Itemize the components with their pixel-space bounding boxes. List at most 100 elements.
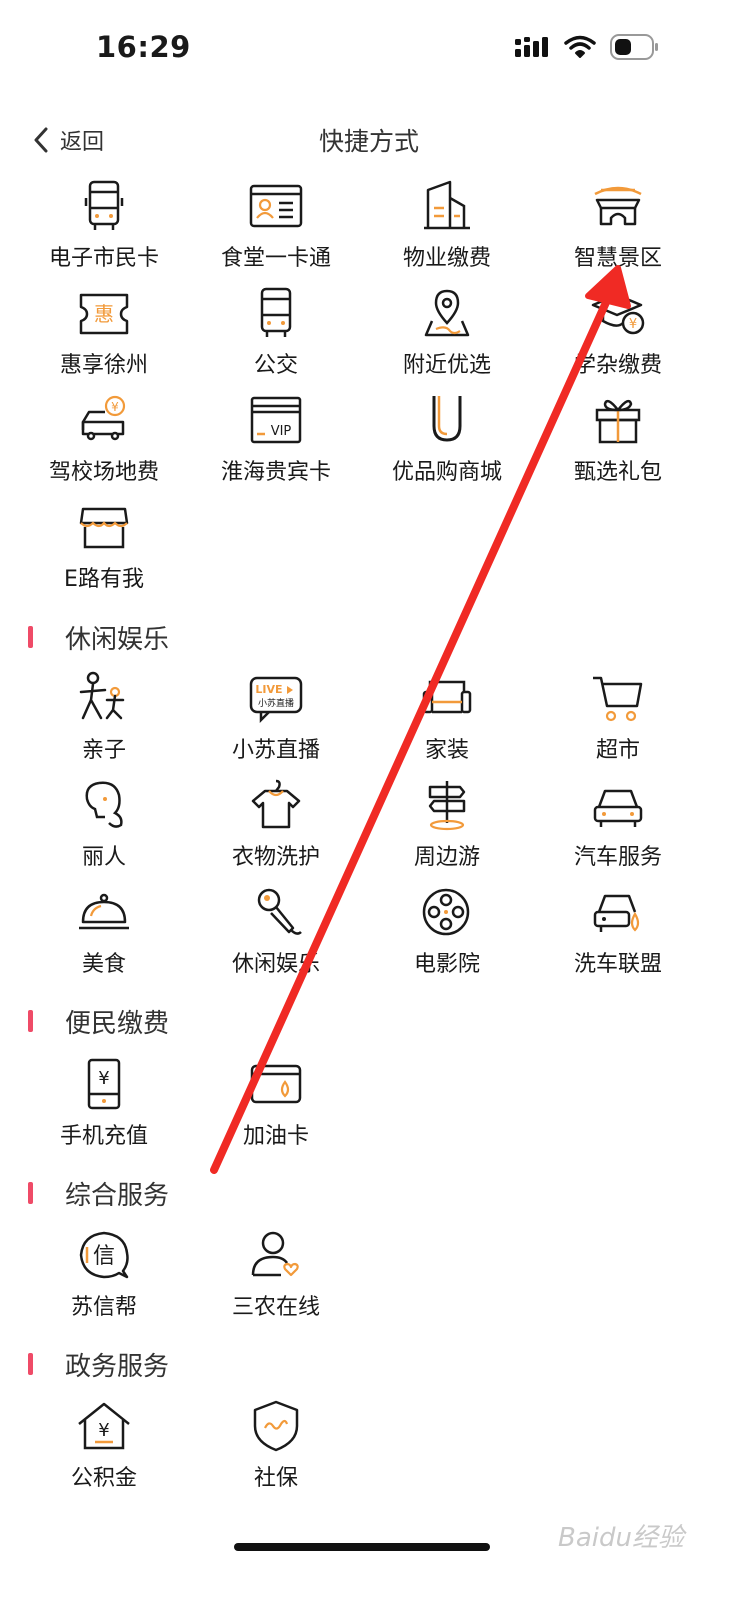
payment-item[interactable]: 加油卡	[190, 1056, 362, 1150]
shortcut-label: 电子市民卡	[48, 246, 159, 271]
microphone-icon	[257, 888, 302, 935]
section-header: 综合服务	[28, 1173, 169, 1213]
service-item[interactable]: 三农在线	[190, 1227, 362, 1321]
graduation-cap-icon: ¥	[591, 293, 645, 335]
leisure-item[interactable]: 美食	[18, 884, 190, 978]
payment-item[interactable]: ¥ 手机充值	[18, 1056, 190, 1150]
battery-icon	[610, 34, 658, 60]
section-title: 政务服务	[65, 1351, 170, 1382]
page-title: 快捷方式	[318, 127, 419, 156]
leisure-label: 亲子	[81, 738, 126, 763]
leisure-label: 休闲娱乐	[231, 952, 320, 977]
shortcut-item[interactable]: 智慧景区	[532, 178, 704, 272]
leisure-label: 衣物洗护	[231, 845, 320, 870]
back-button[interactable]: 返回	[32, 124, 104, 156]
leisure-item[interactable]: 丽人	[18, 777, 190, 871]
status-time: 16:29	[96, 30, 191, 64]
leisure-item[interactable]: 汽车服务	[532, 777, 704, 871]
leisure-label: 洗车联盟	[573, 952, 662, 977]
leisure-item[interactable]: 休闲娱乐	[190, 884, 362, 978]
nav-bar: 返回 快捷方式	[0, 112, 738, 168]
payment-label: 加油卡	[242, 1124, 309, 1149]
leisure-item[interactable]: 超市	[532, 670, 704, 764]
leisure-label: 家装	[424, 738, 469, 763]
live-icon: LIVE 小苏直播	[249, 676, 303, 724]
shirt-icon	[251, 779, 301, 829]
house-yuan-icon: ¥	[78, 1402, 130, 1450]
svg-text:惠: 惠	[94, 302, 114, 326]
leisure-item[interactable]: 电影院	[361, 884, 533, 978]
svg-text:信: 信	[93, 1244, 115, 1269]
shortcut-label: 优品购商城	[391, 460, 502, 485]
woman-icon	[85, 781, 123, 828]
svg-text:¥: ¥	[98, 1068, 109, 1089]
sofa-icon	[422, 680, 472, 714]
shortcut-label: 公交	[253, 353, 298, 378]
leisure-item[interactable]: 家装	[361, 670, 533, 764]
phone-yuan-icon: ¥	[87, 1058, 121, 1110]
wifi-icon	[564, 35, 596, 58]
shortcut-item[interactable]: VIP 淮海贵宾卡	[190, 392, 362, 486]
svg-text:VIP: VIP	[271, 424, 292, 439]
shortcut-item[interactable]: 惠 惠享徐州	[18, 285, 190, 379]
car-icon	[593, 789, 643, 827]
leisure-label: 美食	[81, 952, 126, 977]
car-coin-icon: ¥	[81, 395, 126, 441]
shortcut-item[interactable]: 甄选礼包	[532, 392, 704, 486]
section-title: 便民缴费	[65, 1008, 170, 1039]
shortcut-item[interactable]: 优品购商城	[361, 392, 533, 486]
shortcut-item[interactable]: ¥ 驾校场地费	[18, 392, 190, 486]
gift-icon	[595, 399, 641, 444]
bus-icon	[84, 180, 124, 230]
film-reel-icon	[422, 888, 470, 936]
shortcut-label: 甄选礼包	[573, 460, 662, 485]
shortcut-item[interactable]: 物业缴费	[361, 178, 533, 272]
u-logo-icon	[432, 396, 462, 442]
watermark: Baidu经验	[558, 1523, 684, 1553]
gov-label: 社保	[253, 1466, 298, 1491]
cellular-signal-icon	[515, 37, 548, 57]
section-header: 便民缴费	[28, 1001, 169, 1041]
shortcut-label: 物业缴费	[402, 246, 491, 271]
shortcut-item[interactable]: ¥ 学杂缴费	[532, 285, 704, 379]
car-wash-icon	[593, 894, 640, 932]
shortcut-label: 食堂一卡通	[220, 246, 331, 271]
chevron-left-icon	[34, 127, 48, 153]
leisure-item[interactable]: 亲子	[18, 670, 190, 764]
svg-text:¥: ¥	[98, 1420, 109, 1441]
shortcut-label: 附近优选	[402, 353, 491, 378]
gov-label: 公积金	[70, 1466, 137, 1491]
section-marker	[28, 1182, 33, 1204]
shortcut-item[interactable]: 电子市民卡	[18, 178, 190, 272]
leisure-item[interactable]: 衣物洗护	[190, 777, 362, 871]
service-label: 三农在线	[231, 1295, 320, 1320]
gov-item[interactable]: ¥ 公积金	[18, 1398, 190, 1492]
shortcut-label: 淮海贵宾卡	[220, 460, 331, 485]
vip-card-icon: VIP	[250, 396, 302, 444]
section-title: 休闲娱乐	[65, 624, 170, 655]
shortcut-label: 驾校场地费	[48, 460, 159, 485]
coupon-icon: 惠	[79, 293, 129, 335]
shortcut-item[interactable]: E路有我	[18, 499, 190, 593]
leisure-item[interactable]: LIVE 小苏直播 小苏直播	[190, 670, 362, 764]
section-header: 政务服务	[28, 1344, 169, 1384]
user-heart-icon	[251, 1231, 299, 1277]
leisure-label: 周边游	[413, 845, 480, 870]
shortcut-item[interactable]: 食堂一卡通	[190, 178, 362, 272]
section-marker	[28, 1353, 33, 1375]
shortcut-item[interactable]: 公交	[190, 285, 362, 379]
xin-icon: 信	[79, 1231, 129, 1279]
gov-item[interactable]: 社保	[190, 1398, 362, 1492]
back-label: 返回	[60, 130, 105, 155]
leisure-item[interactable]: 周边游	[361, 777, 533, 871]
bus-icon	[260, 287, 292, 337]
shortcut-item[interactable]: 附近优选	[361, 285, 533, 379]
shortcut-label: E路有我	[64, 567, 144, 592]
service-item[interactable]: 信 苏信帮	[18, 1227, 190, 1321]
home-indicator[interactable]	[234, 1543, 490, 1551]
leisure-item[interactable]: 洗车联盟	[532, 884, 704, 978]
section-title: 综合服务	[65, 1180, 170, 1211]
section-header: 休闲娱乐	[28, 617, 169, 657]
cart-icon	[593, 676, 643, 722]
payment-label: 手机充值	[59, 1124, 148, 1149]
